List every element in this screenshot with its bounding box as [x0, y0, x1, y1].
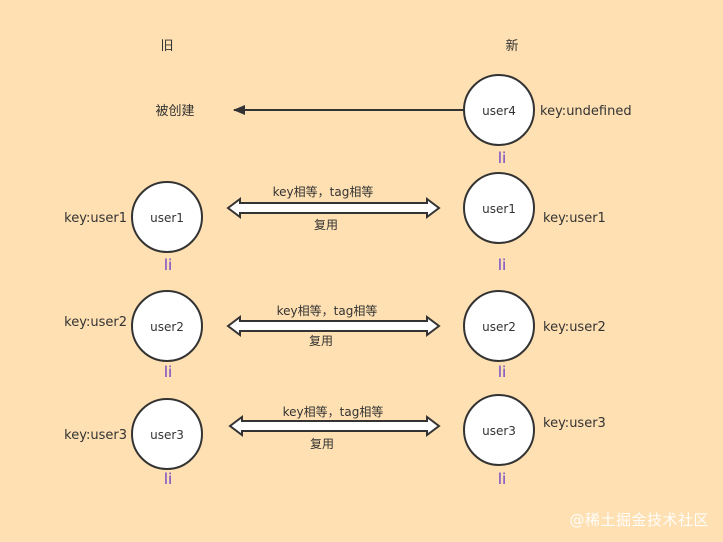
reuse-arrow-3 — [228, 415, 441, 437]
compare-label-3: key相等，tag相等 — [283, 405, 384, 419]
new-node-1-tag: li — [498, 256, 506, 274]
old-node-3-circle — [131, 398, 203, 470]
new-node-2-tag: li — [498, 363, 506, 381]
old-node-3: user3 key:user3 li — [64, 398, 203, 488]
row-3: user3 key:user3 li key相等，tag相等 复用 user3 … — [64, 394, 606, 488]
old-node-2-circle — [131, 290, 203, 362]
new-node-1: user1 key:user1 li — [463, 172, 606, 274]
new-node-3-circle — [463, 394, 535, 466]
new-node-2-name: user2 — [482, 320, 516, 334]
result-label-2: 复用 — [309, 334, 333, 348]
header-old: 旧 — [160, 39, 173, 54]
old-node-2-name: user2 — [150, 320, 184, 334]
compare-label-1: key相等，tag相等 — [273, 185, 374, 199]
created-node-tag: li — [498, 149, 506, 167]
watermark: @稀土掘金技术社区 — [569, 511, 709, 529]
old-node-2-tag: li — [164, 363, 172, 381]
new-node-3-name: user3 — [482, 424, 516, 438]
reuse-arrow-2 — [226, 315, 441, 337]
created-node: user4 key:undefined li — [463, 74, 632, 167]
new-node-2-circle — [463, 290, 535, 362]
new-node-3: user3 key:user3 li — [463, 394, 606, 488]
header-new: 新 — [505, 38, 518, 54]
created-node-name: user4 — [482, 104, 516, 118]
old-node-3-tag: li — [164, 470, 172, 488]
created-node-key: key:undefined — [540, 104, 632, 119]
old-node-3-key: key:user3 — [64, 428, 127, 443]
old-node-1-circle — [131, 181, 203, 253]
old-node-2: user2 key:user2 li — [64, 290, 203, 381]
created-node-circle — [463, 74, 535, 146]
row-2: user2 key:user2 li key相等，tag相等 复用 user2 … — [64, 290, 606, 381]
old-node-1-key: key:user1 — [64, 211, 127, 226]
new-node-1-name: user1 — [482, 202, 516, 216]
compare-label-2: key相等，tag相等 — [277, 304, 378, 318]
result-label-3: 复用 — [310, 437, 334, 451]
new-node-1-key: key:user1 — [543, 211, 606, 226]
old-node-1-name: user1 — [150, 211, 184, 225]
result-label-1: 复用 — [314, 218, 338, 232]
reuse-arrow-1 — [226, 197, 441, 219]
new-node-3-tag: li — [498, 470, 506, 488]
new-node-2-key: key:user2 — [543, 320, 606, 335]
old-node-3-name: user3 — [150, 428, 184, 442]
created-label: 被创建 — [155, 104, 194, 119]
row-1: user1 key:user1 li key相等，tag相等 复用 user1 … — [64, 172, 606, 274]
new-node-2: user2 key:user2 li — [463, 290, 606, 381]
old-node-1: user1 key:user1 li — [64, 181, 203, 274]
new-node-3-key: key:user3 — [543, 416, 606, 431]
new-node-1-circle — [463, 172, 535, 244]
old-node-1-tag: li — [164, 256, 172, 274]
old-node-2-key: key:user2 — [64, 315, 127, 330]
